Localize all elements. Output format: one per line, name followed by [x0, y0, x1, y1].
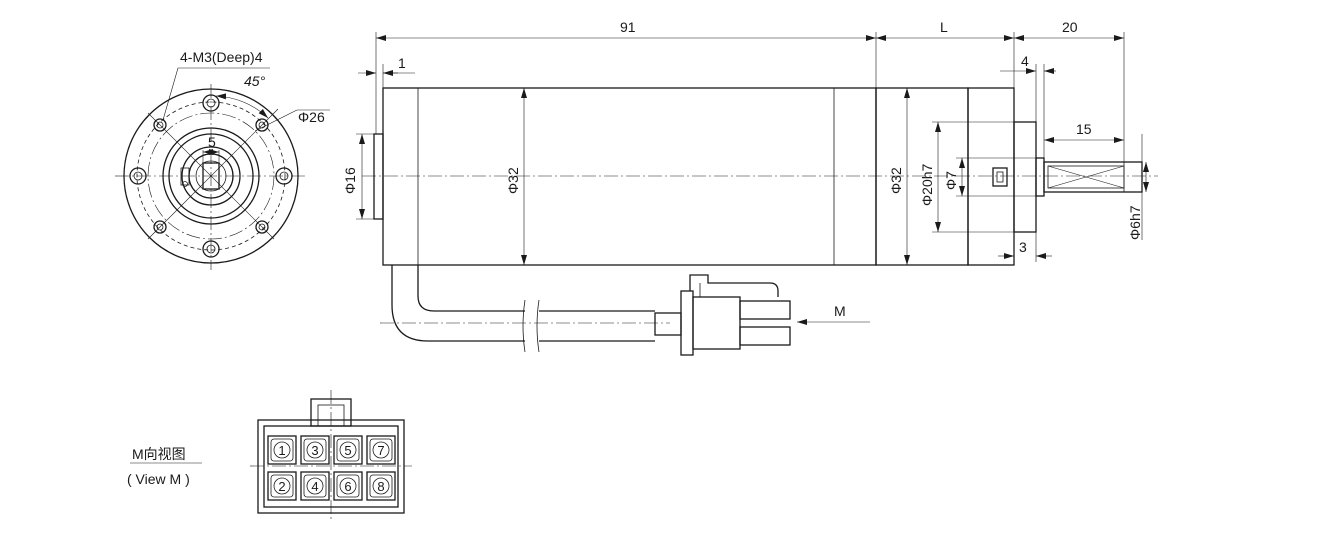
dim-shaft-dia: Φ6h7 [1127, 205, 1143, 240]
dim-body-length: 91 [620, 19, 636, 35]
front-view: 4-M3(Deep)4 45° Φ26 5 [115, 49, 330, 270]
dim-collar-dia: Φ7 [943, 171, 959, 190]
pin-label: 7 [377, 443, 384, 458]
connector-flange [680, 290, 694, 356]
dim-rear-boss-dia: Φ16 [342, 167, 358, 194]
angle-label: 45° [244, 73, 266, 89]
motor-body [382, 87, 877, 266]
pin-label: 2 [278, 479, 285, 494]
pin-label: 3 [311, 443, 318, 458]
pilot [1013, 121, 1037, 233]
connector-view-title: M向视图 [132, 446, 186, 462]
cable-lower [391, 265, 525, 342]
dim-pilot-depth: 3 [1019, 239, 1027, 255]
collar [1035, 157, 1045, 197]
dim-pilot-dia: Φ20h7 [919, 163, 935, 206]
pin-label: 8 [377, 479, 384, 494]
terminal-dot [182, 181, 188, 187]
connector-view: M向视图 ( View M ) 1 3 5 7 [127, 390, 412, 520]
connector-latch [689, 274, 779, 297]
pin-label: 5 [344, 443, 351, 458]
dim-collar-width: 4 [1021, 53, 1029, 69]
dim-flange-offset: 1 [398, 55, 406, 71]
side-view: M 91 L 20 1 4 15 3 [342, 19, 1158, 356]
pcd-label: Φ26 [298, 109, 325, 125]
cable-upper [417, 265, 525, 312]
pins-bottom: 2 4 6 8 [267, 471, 396, 501]
rear-boss [373, 133, 384, 220]
pin-label: 6 [344, 479, 351, 494]
thread-note: 4-M3(Deep)4 [180, 49, 263, 65]
connector-body [692, 296, 741, 350]
key-width-label: 5 [208, 134, 216, 150]
dim-gearhead-dia: Φ32 [888, 167, 904, 194]
pin-label: 1 [278, 443, 285, 458]
terminal-tab [180, 167, 190, 186]
dim-body-dia: Φ32 [505, 167, 521, 194]
connector-view-subtitle: ( View M ) [127, 471, 190, 487]
dim-key-length: 15 [1076, 121, 1092, 137]
pin-label: 4 [311, 479, 318, 494]
dim-gearhead-length: L [940, 19, 948, 35]
view-arrow-label: M [834, 303, 846, 319]
output-shaft [1043, 161, 1143, 193]
dim-shaft-length: 20 [1062, 19, 1078, 35]
pins-top: 1 3 5 7 [267, 435, 396, 465]
